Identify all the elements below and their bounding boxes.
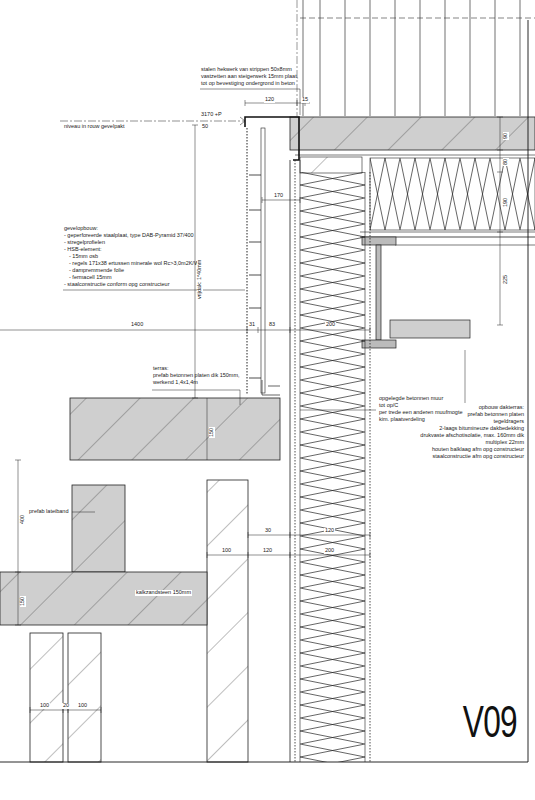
- railing-bar: [420, 0, 421, 116]
- dimension: 15: [301, 97, 309, 103]
- annotation: multiplex 22mm: [484, 440, 525, 446]
- annotation: vastzetten aan steigerwerk 15mm plaat,: [200, 74, 299, 80]
- dimension: 80: [503, 158, 509, 166]
- annotation: - stregelprofielen: [63, 240, 106, 246]
- annotation: opgelegde betonnen muur: [378, 396, 444, 402]
- annotation: drukvaste afschotisolatie, max. 160mm di…: [419, 433, 525, 439]
- dimension: 200: [324, 548, 335, 554]
- annotation: 3170 +P: [200, 112, 223, 118]
- drawing-number: V09: [462, 700, 518, 744]
- dimension: 100: [221, 548, 232, 554]
- dimension: 83: [268, 322, 276, 328]
- railing-bar: [345, 0, 346, 116]
- annotation: kim. plaatverdeling: [378, 417, 426, 423]
- dimension: 100: [77, 703, 88, 709]
- annotation: kalkzandsteen 150mm: [135, 590, 192, 596]
- annotation: - fermacell 15mm: [68, 275, 112, 281]
- dimension: 120: [264, 97, 275, 103]
- dimension: 150: [20, 596, 26, 607]
- annotation: per trede een anderen muufmogte: [378, 410, 463, 416]
- annotation: tot op bevestiging ondergrond in beton: [200, 81, 296, 87]
- annotation: - 15mm osb: [68, 254, 99, 260]
- annotation: gevelopbouw:: [63, 226, 99, 232]
- dimension: 120: [324, 528, 335, 534]
- dimension: 200: [325, 322, 336, 328]
- railing-bar: [520, 0, 521, 116]
- railing-bar: [495, 0, 496, 116]
- dimension: 30: [264, 528, 272, 534]
- annotation: opbouw dakterras:: [478, 405, 525, 411]
- annotation: - dampremmende folie: [68, 268, 125, 274]
- annotation: terras:: [152, 366, 170, 372]
- annotation: niveau in rouw gevelpakt: [63, 124, 126, 130]
- dimension: 190: [503, 197, 509, 208]
- annotation: houten balklaag afm opg constructeur: [431, 447, 525, 453]
- annotation: 2-laags bitumineuze dakbedekking: [438, 426, 525, 432]
- railing-bar: [470, 0, 471, 116]
- annotation: werkend 1,4x1,4m: [152, 380, 199, 386]
- dimension: 1400: [130, 322, 144, 328]
- railing-bar: [370, 0, 371, 116]
- railing-bar: [395, 0, 396, 116]
- railing-bar: [320, 0, 321, 116]
- railing-bar: [445, 0, 446, 116]
- annotation: prefab lateiband: [28, 509, 69, 515]
- annotation: - geperforeerde staalplaat, type DAB-Pyr…: [63, 233, 195, 239]
- dimension: 225: [503, 274, 509, 285]
- dimension: 120: [262, 548, 273, 554]
- dimension: 150: [209, 427, 215, 438]
- annotation: - staalconstructie conform opg construct…: [63, 282, 170, 288]
- annotation: tot op/C: [378, 403, 399, 409]
- annotation: tegeldragers: [492, 419, 525, 425]
- dimension: 100: [39, 703, 50, 709]
- dimension: 170: [273, 193, 284, 199]
- annotation: vrijdak: 1*40mm: [197, 259, 203, 300]
- annotation: prefab betonnen platen: [466, 412, 525, 418]
- annotation: - regels 171x38 ertussen minerale wol Rc…: [68, 261, 200, 267]
- dimension: 31: [248, 322, 256, 328]
- annotation: prefab betonnen platen dik 150mm,: [152, 373, 241, 379]
- annotation: - HSB-element:: [63, 247, 103, 253]
- annotation: staalconstructie afm opg constructeur: [432, 454, 525, 460]
- dimension: 50: [201, 124, 209, 130]
- dimension: 20: [62, 703, 70, 709]
- dimension: 400: [20, 514, 26, 525]
- annotation: stalen hekwerk van strippen 50x8mm: [200, 67, 293, 73]
- dimension: 90: [503, 132, 509, 140]
